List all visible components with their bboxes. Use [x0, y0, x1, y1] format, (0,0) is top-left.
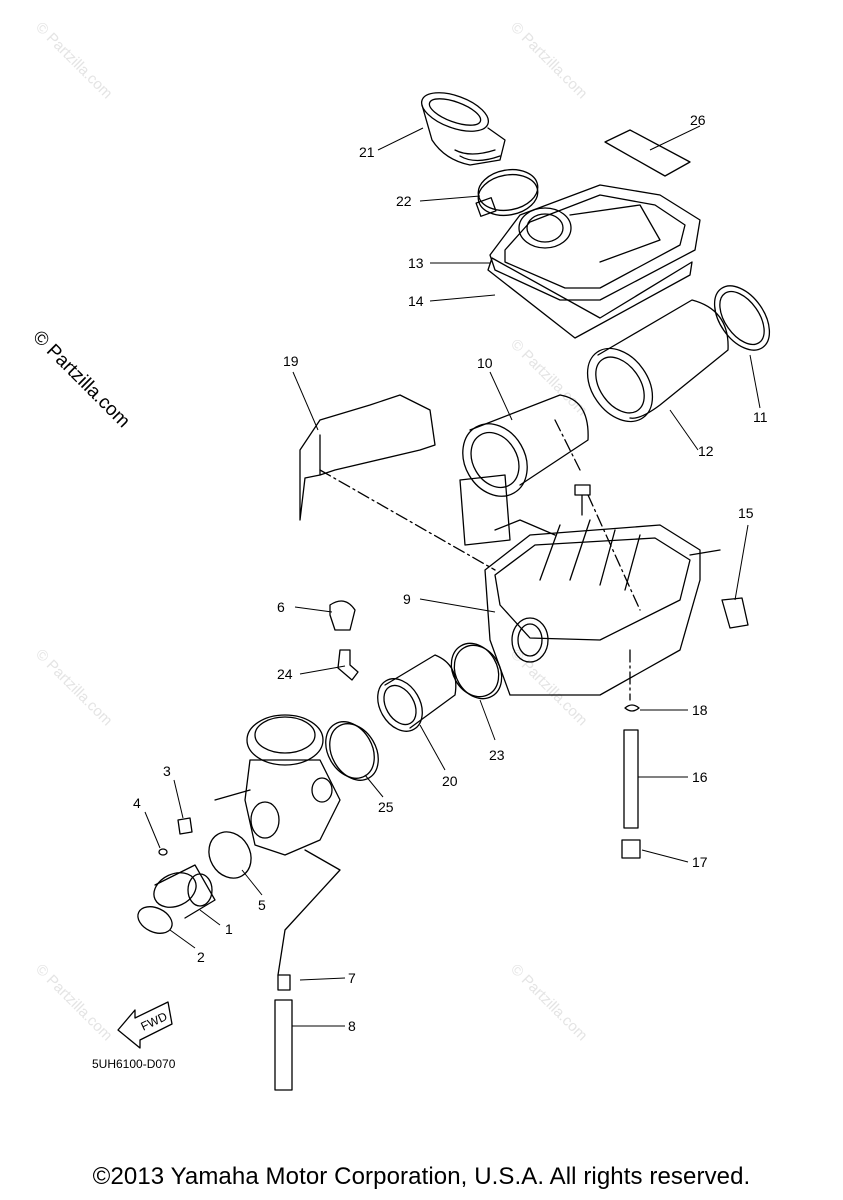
callout-2: 2 [197, 949, 205, 965]
clamp-25-part [325, 721, 379, 781]
callout-14: 14 [408, 293, 424, 309]
callout-18: 18 [692, 702, 708, 718]
clamp-23-part [450, 642, 503, 700]
callout-11: 11 [753, 409, 768, 425]
fwd-label: FWD [139, 1009, 170, 1033]
leader-lines [144, 125, 761, 1027]
manifold-1-part [153, 864, 216, 919]
watermark: © Partzilla.com [507, 336, 590, 419]
watermark: © Partzilla.com [32, 646, 115, 729]
screw-part [574, 484, 591, 516]
watermark-layer: © Partzilla.com © Partzilla.com © Partzi… [28, 19, 590, 1044]
washer-part [158, 848, 168, 856]
callout-12: 12 [698, 443, 714, 459]
callout-7: 7 [348, 970, 356, 986]
clamp-5-part [208, 831, 252, 879]
bolt-part [177, 817, 193, 835]
callout-1: 1 [225, 921, 233, 937]
watermark: © Partzilla.com [507, 19, 590, 102]
filter-element-part [586, 299, 729, 423]
plug-part [621, 839, 641, 859]
callout-19: 19 [283, 353, 299, 369]
callout-21: 21 [359, 144, 375, 160]
callout-17: 17 [692, 854, 708, 870]
callout-6: 6 [277, 599, 285, 615]
filter-ring-part [713, 285, 771, 351]
callout-25: 25 [378, 799, 394, 815]
callout-16: 16 [692, 769, 708, 785]
fitting-24-part [337, 649, 359, 681]
drain-hose-part [623, 729, 639, 829]
carburetor-part [214, 714, 341, 976]
watermark-main: © Partzilla.com [28, 327, 133, 432]
clamp-22-part [475, 168, 539, 217]
elbow-6-part [329, 600, 356, 631]
callout-26: 26 [690, 112, 706, 128]
hose-part [274, 974, 293, 1091]
filter-10-part [459, 394, 589, 546]
watermark: © Partzilla.com [32, 961, 115, 1044]
callouts: 1 2 3 4 5 6 7 8 9 10 11 12 13 14 15 16 1… [133, 112, 768, 1034]
callout-10: 10 [477, 355, 493, 371]
callout-13: 13 [408, 255, 424, 271]
joint-20-part [377, 654, 457, 732]
gasket-part [487, 257, 693, 339]
callout-23: 23 [489, 747, 505, 763]
clip-18-part [624, 704, 640, 712]
callout-20: 20 [442, 773, 458, 789]
watermark: © Partzilla.com [32, 19, 115, 102]
callout-8: 8 [348, 1018, 356, 1034]
label-26-part [604, 129, 691, 177]
callout-4: 4 [133, 795, 141, 811]
callout-5: 5 [258, 897, 266, 913]
callout-15: 15 [738, 505, 754, 521]
intake-duct-part [421, 92, 506, 166]
callout-22: 22 [396, 193, 412, 209]
callout-3: 3 [163, 763, 171, 779]
copyright-text: ©2013 Yamaha Motor Corporation, U.S.A. A… [92, 1163, 751, 1190]
air-box-lid-part [489, 184, 701, 301]
clip-15-part [721, 597, 749, 629]
callout-24: 24 [277, 666, 293, 682]
watermark: © Partzilla.com [507, 961, 590, 1044]
fwd-arrow-icon [117, 1001, 173, 1049]
shield-19-part [299, 394, 436, 521]
o-ring-part [137, 906, 173, 934]
callout-9: 9 [403, 591, 411, 607]
part-code: 5UH6100-D070 [92, 1057, 176, 1071]
